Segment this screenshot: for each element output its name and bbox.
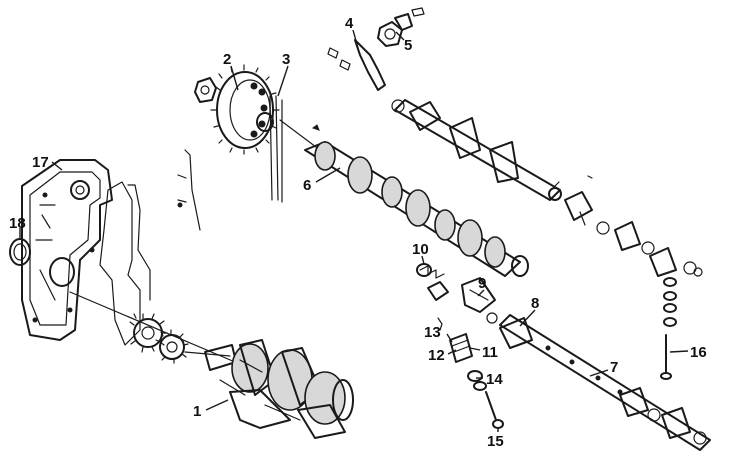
rocker-washer	[427, 281, 449, 301]
callout-9: 9	[478, 275, 486, 292]
valve-spring-stack	[660, 277, 677, 380]
callout-18: 18	[9, 215, 26, 232]
front-oil-seal	[9, 238, 31, 266]
oil-pump-sprocket	[155, 329, 189, 364]
retaining-clip	[437, 317, 443, 331]
adjusting-screw	[449, 333, 473, 363]
key-line	[184, 351, 231, 357]
crankshaft	[204, 339, 354, 439]
cam-sprocket	[210, 64, 280, 155]
cam-dowel	[311, 124, 320, 131]
cam-sprocket-bolt	[194, 77, 217, 103]
camshaft	[279, 119, 529, 277]
lock-nut	[467, 370, 487, 391]
lower-rocker-shaft	[499, 314, 711, 451]
timing-cover-gasket	[99, 181, 151, 346]
callout-15: 15	[487, 433, 504, 450]
callout-1: 1	[193, 403, 201, 420]
callout-13: 13	[424, 324, 441, 341]
upper-nut-assembly	[377, 7, 425, 47]
upper-bracket	[327, 39, 386, 91]
callout-2: 2	[223, 51, 231, 68]
callout-14: 14	[486, 371, 503, 388]
leader-lines	[19, 29, 689, 432]
callout-7: 7	[610, 359, 618, 376]
callout-4: 4	[345, 15, 354, 32]
timing-cover	[21, 159, 113, 341]
chain-guide	[177, 149, 201, 231]
callout-12: 12	[428, 347, 445, 364]
callout-17: 17	[32, 154, 49, 171]
callout-10: 10	[412, 241, 429, 258]
callout-16: 16	[690, 344, 707, 361]
rocker-spring	[416, 263, 445, 279]
callout-8: 8	[531, 295, 539, 312]
callout-11: 11	[482, 344, 498, 361]
pushrod	[485, 391, 504, 429]
timing-chain	[269, 95, 283, 203]
upper-rocker-shaft	[391, 99, 703, 277]
callout-6: 6	[303, 177, 311, 194]
callout-5: 5	[404, 37, 412, 54]
cover-seal-bore	[49, 257, 75, 287]
callout-3: 3	[282, 51, 290, 68]
